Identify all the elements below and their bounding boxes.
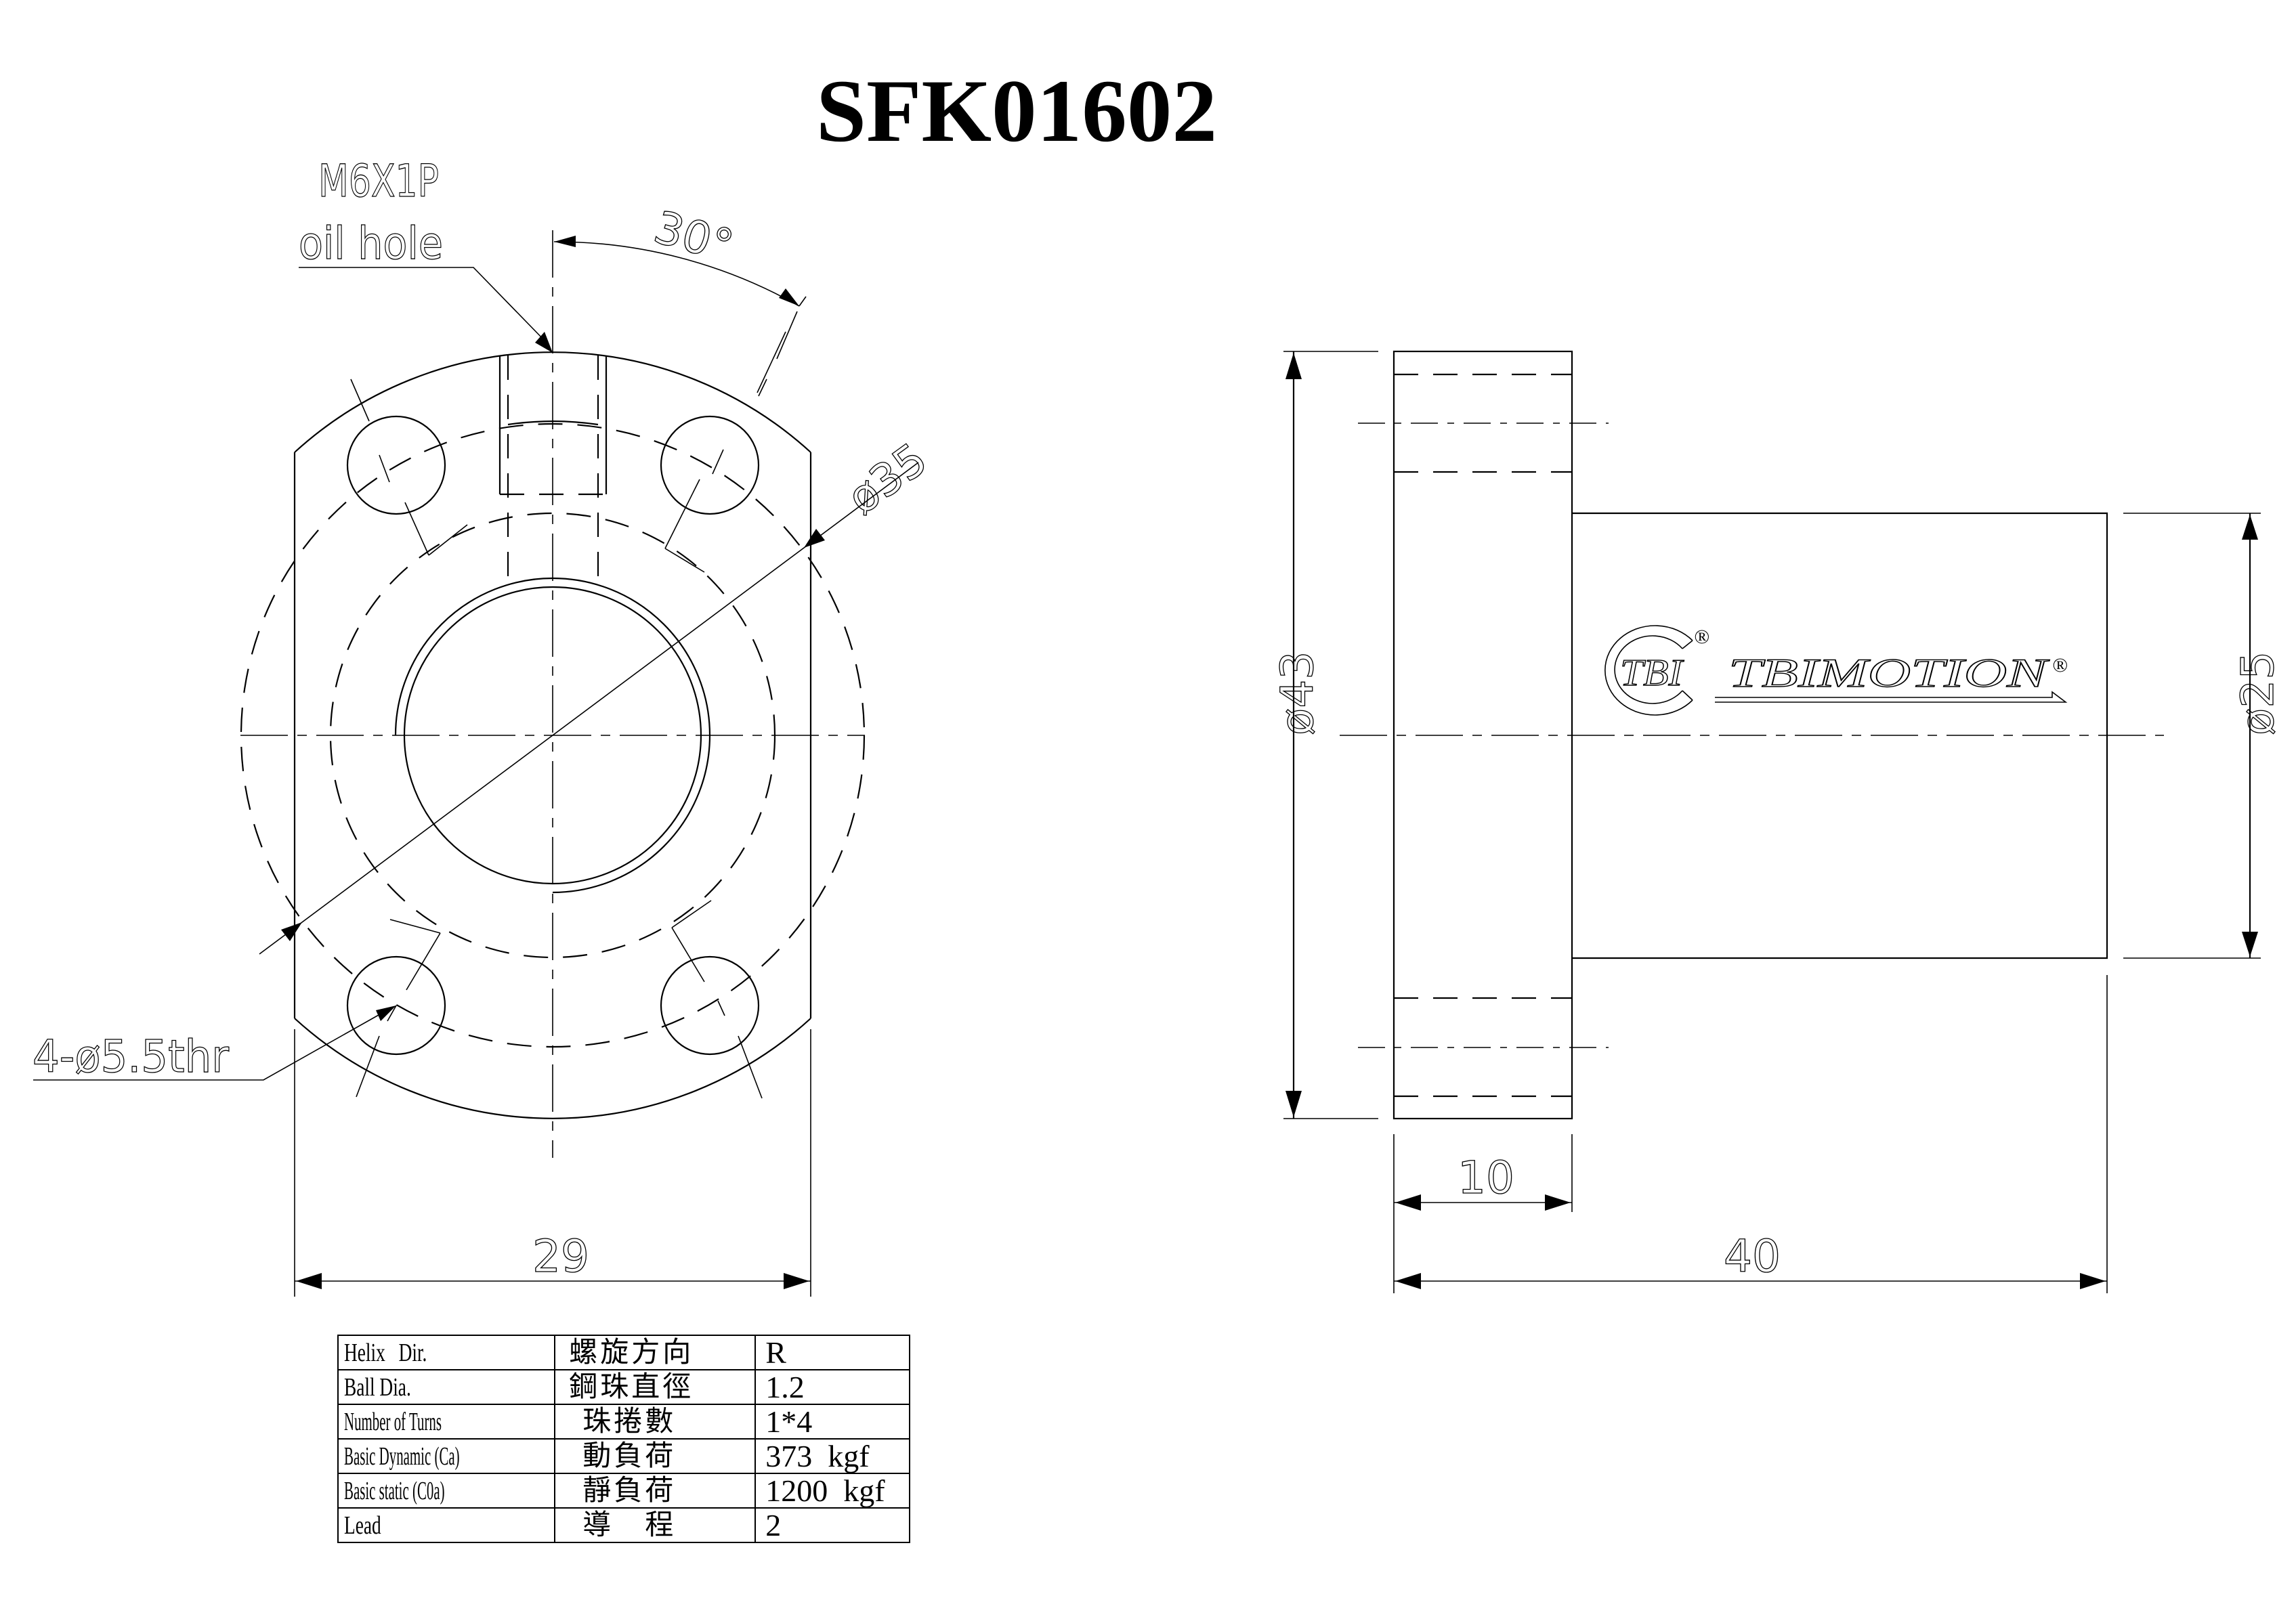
lead-label-zh: 導 程 [554, 1507, 757, 1543]
angle-dimension: 30° [553, 200, 807, 397]
turns-label-zh: 珠捲數 [554, 1404, 757, 1440]
mounting-hole [660, 955, 760, 1056]
dynamic-load-value: 373 kgf [754, 1438, 911, 1474]
ball-dia-label-zh: 鋼珠直徑 [554, 1369, 757, 1405]
ball-dia-label-en: Ball Dia. [337, 1369, 556, 1405]
mounting-hole [346, 415, 446, 515]
dynamic-load-label-zh: 動負荷 [554, 1438, 757, 1474]
overall-length-label: 40 [1724, 1230, 1781, 1282]
oil-hole-label: oil hole [299, 217, 443, 269]
logo-badge-text: TBI [1620, 652, 1684, 694]
mounting-hole [346, 955, 446, 1056]
ball-dia-value: 1.2 [754, 1369, 911, 1405]
front-view: M6X1P oil hole 30° ø35 4-ø5.5thr [32, 154, 937, 1297]
body-dia-dimension: ø25 [2123, 513, 2284, 959]
thread-arc [394, 577, 711, 894]
turns-value: 1*4 [754, 1404, 911, 1440]
helix-dir-value: R [754, 1335, 911, 1370]
static-load-label-en: Basic static (C0a) [337, 1473, 556, 1509]
logo-registered-mark-2: ® [2052, 654, 2068, 676]
table-row: Basic static (C0a) 靜負荷 1200 kgf [337, 1473, 911, 1509]
table-row: Basic Dynamic (Ca) 動負荷 373 kgf [337, 1438, 911, 1474]
drawing-title: SFK01602 [816, 61, 1217, 160]
logo-registered-mark-1: ® [1694, 626, 1709, 648]
lead-value: 2 [754, 1507, 911, 1543]
table-row: Number of Turns 珠捲數 1*4 [337, 1404, 911, 1440]
spec-table: Helix Dir. 螺旋方向 R Ball Dia. 鋼珠直徑 1.2 Num… [337, 1335, 911, 1543]
flange-thickness-label: 10 [1458, 1152, 1514, 1204]
body-dia-label: ø25 [2232, 651, 2284, 735]
helix-dir-label-zh: 螺旋方向 [554, 1335, 757, 1370]
width-label: 29 [532, 1230, 589, 1282]
static-load-label-zh: 靜負荷 [554, 1473, 757, 1509]
logo-c-inner [1614, 635, 1683, 704]
hidden-hole-lines [1358, 373, 1609, 1098]
flange-thickness-dimension: 10 [1393, 1134, 1573, 1212]
mounting-hole [660, 415, 760, 515]
table-row: Ball Dia. 鋼珠直徑 1.2 [337, 1369, 911, 1405]
logo-underline-arrow [1715, 691, 2068, 703]
oil-hole-thread-label: M6X1P [318, 155, 439, 207]
mounting-hole-label: 4-ø5.5thr [33, 1031, 230, 1083]
logo-c-outer [1604, 625, 1693, 716]
mounting-hole-callout: 4-ø5.5thr [32, 1006, 396, 1083]
tbi-logo: TBI ® TBIMOTION ® [1604, 625, 2068, 716]
logo-brand-text: TBIMOTION [1728, 651, 2049, 695]
flange-dia-label: ø43 [1271, 651, 1323, 735]
dynamic-load-label-en: Basic Dynamic (Ca) [337, 1438, 556, 1474]
width-dimension: 29 [294, 1029, 811, 1297]
static-load-value: 1200 kgf [754, 1473, 911, 1509]
helix-dir-label-en: Helix Dir. [337, 1335, 556, 1370]
table-row: Helix Dir. 螺旋方向 R [337, 1335, 911, 1370]
overall-length-dimension: 40 [1393, 975, 2108, 1293]
angle-label: 30° [648, 201, 739, 273]
side-view: ø43 ø25 10 40 [1271, 350, 2284, 1293]
oil-hole-callout: M6X1P oil hole [298, 154, 553, 353]
turns-label-en: Number of Turns [337, 1404, 556, 1440]
lead-label-en: Lead [337, 1507, 556, 1543]
flange-dia-dimension: ø43 [1271, 351, 1378, 1119]
table-row: Lead 導 程 2 [337, 1507, 911, 1543]
hole-center-marks [350, 331, 786, 1099]
